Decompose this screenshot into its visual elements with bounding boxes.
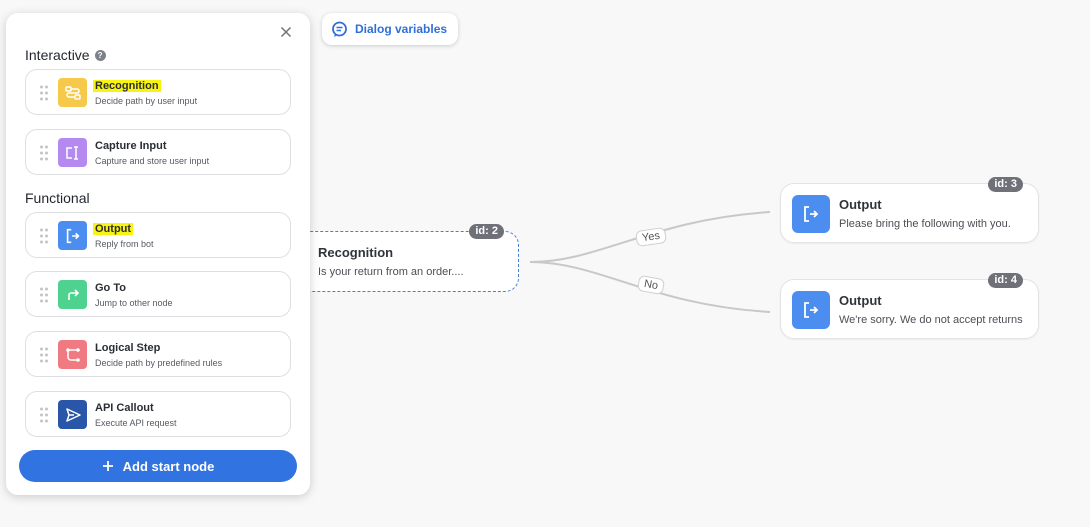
recognition-icon: [58, 78, 87, 107]
output-node-3[interactable]: id: 3 Output Please bring the following …: [780, 177, 1039, 243]
dialog-variables-icon: [332, 21, 347, 37]
drag-handle-icon[interactable]: [39, 287, 49, 303]
output-icon: [792, 291, 830, 329]
edge-yes: [529, 211, 771, 263]
help-icon[interactable]: ?: [94, 49, 106, 61]
dialog-variables-label: Dialog variables: [355, 22, 448, 36]
item-label: Go To: [95, 282, 126, 294]
section-title: Interactive: [25, 47, 90, 63]
palette-item-recognition[interactable]: Recognition Decide path by user input: [25, 69, 291, 115]
node-palette: Interactive ? Recognition Decide path by…: [6, 13, 310, 495]
palette-item-logical-step[interactable]: Logical Step Decide path by predefined r…: [25, 331, 291, 377]
palette-item-api-callout[interactable]: API Callout Execute API request: [25, 391, 291, 437]
node-subtitle: Is your return from an order....: [318, 266, 464, 278]
item-description: Decide path by predefined rules: [95, 358, 223, 368]
add-start-node-button[interactable]: Add start node: [19, 450, 297, 482]
node-title: Output: [839, 293, 882, 308]
item-label: Recognition: [93, 80, 161, 92]
drag-handle-icon[interactable]: [39, 85, 49, 101]
node-subtitle: Please bring the following with you.: [839, 218, 1011, 230]
plus-icon: [102, 461, 113, 471]
section-interactive: Interactive ?: [25, 47, 106, 63]
palette-item-output[interactable]: Output Reply from bot: [25, 212, 291, 258]
section-functional: Functional: [25, 190, 90, 206]
node-subtitle: We're sorry. We do not accept returns: [839, 314, 1023, 326]
api-callout-icon: [58, 400, 87, 429]
item-description: Reply from bot: [95, 239, 154, 249]
item-description: Execute API request: [95, 418, 177, 428]
item-label: Output: [93, 223, 134, 235]
dialog-variables-button[interactable]: Dialog variables: [322, 13, 458, 45]
palette-item-go-to[interactable]: Go To Jump to other node: [25, 271, 291, 317]
output-node-4[interactable]: id: 4 Output We're sorry. We do not acce…: [780, 273, 1039, 339]
item-label: Logical Step: [95, 342, 161, 354]
output-icon: [792, 195, 830, 233]
add-start-node-label: Add start node: [122, 458, 215, 474]
goto-icon: [58, 280, 87, 309]
item-label: Capture Input: [95, 140, 167, 152]
node-id-badge: id: 3: [988, 177, 1023, 192]
palette-item-capture-input[interactable]: Capture Input Capture and store user inp…: [25, 129, 291, 175]
capture-input-icon: [58, 138, 87, 167]
node-title: Output: [839, 197, 882, 212]
output-icon: [58, 221, 87, 250]
edge-no: [529, 261, 771, 313]
section-title: Functional: [25, 190, 90, 206]
node-title: Recognition: [318, 245, 394, 260]
item-label: API Callout: [95, 402, 154, 414]
drag-handle-icon[interactable]: [39, 407, 49, 423]
item-description: Decide path by user input: [95, 96, 198, 106]
item-description: Jump to other node: [95, 298, 173, 308]
close-icon[interactable]: [278, 24, 294, 40]
logical-step-icon: [58, 340, 87, 369]
node-id-badge: id: 4: [988, 273, 1023, 288]
node-id-badge: id: 2: [469, 224, 504, 239]
item-description: Capture and store user input: [95, 156, 210, 166]
drag-handle-icon[interactable]: [39, 228, 49, 244]
drag-handle-icon[interactable]: [39, 145, 49, 161]
drag-handle-icon[interactable]: [39, 347, 49, 363]
